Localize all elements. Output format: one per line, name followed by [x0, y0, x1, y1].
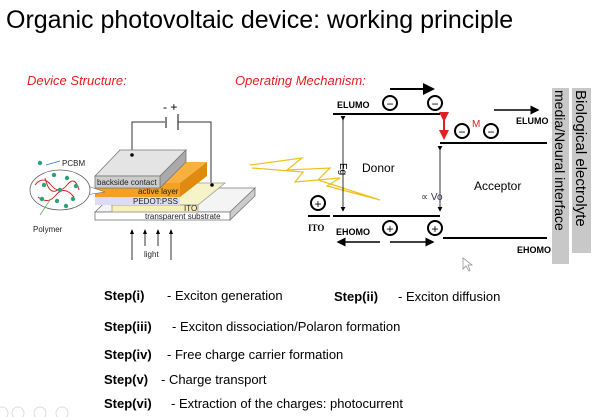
steps-list: Step(i) - Exciton generation Step(ii) - …	[104, 288, 500, 411]
interface-bar	[552, 88, 569, 264]
step-text: - Extraction of the charges: photocurren…	[171, 396, 403, 411]
donor-ehomo-label: EHOMO	[336, 227, 370, 237]
electron-icon: −	[382, 95, 398, 111]
device-structure-diagram: - + transparent substrate ITO PEDOT:PSS …	[29, 100, 256, 260]
zoom-button[interactable]	[11, 406, 25, 417]
svg-text:+: +	[314, 197, 321, 211]
previous-button[interactable]	[0, 406, 9, 417]
battery-sign: - +	[163, 100, 177, 114]
polymer-label: Polymer	[33, 225, 63, 234]
pcbm-label: PCBM	[62, 159, 85, 168]
hole-icon: +	[382, 220, 398, 236]
svg-text:−: −	[487, 125, 494, 139]
step-label: Step(iii)	[104, 319, 152, 334]
step-text: - Exciton diffusion	[398, 289, 500, 304]
step-label: Step(vi)	[104, 396, 152, 411]
eg-label: Eg	[337, 163, 348, 175]
ito-label: ITO	[308, 223, 324, 233]
hole-icon: +	[427, 220, 443, 236]
slides-button[interactable]	[33, 406, 47, 417]
device-structure-heading: Device Structure:	[27, 73, 127, 88]
pcbm-icon	[37, 160, 43, 166]
donor-label: Donor	[362, 161, 395, 175]
step-label: Step(ii)	[334, 289, 378, 304]
interface-label: media/Neural interface	[552, 90, 568, 231]
light-label: light	[144, 250, 159, 259]
pedot-layer	[95, 197, 180, 205]
circuit-wire	[131, 121, 212, 185]
step-label: Step(v)	[104, 372, 148, 387]
voc-label: ∝ Vo	[421, 192, 443, 203]
energy-diagram: ELUMO ELUMO EHOMO EHOMO ITO − − − − M + …	[308, 83, 591, 264]
svg-text:−: −	[431, 97, 438, 111]
more-button[interactable]	[55, 406, 69, 417]
electrolyte-bar	[572, 88, 591, 253]
step-text: - Exciton dissociation/Polaron formation	[172, 319, 400, 334]
acceptor-label: Acceptor	[474, 179, 521, 193]
playback-controls[interactable]	[0, 406, 69, 417]
substrate-label: transparent substrate	[145, 212, 221, 221]
mouse-cursor-icon	[462, 257, 474, 272]
step-text: - Charge transport	[161, 372, 267, 387]
svg-text:−: −	[386, 97, 393, 111]
backside-contact-layer	[94, 175, 161, 189]
electron-icon: −	[483, 123, 499, 139]
slide-title: Organic photovoltaic device: working pri…	[6, 6, 513, 34]
pcbm-molecules	[39, 172, 79, 209]
svg-text:+: +	[386, 222, 393, 236]
m-label: M	[472, 119, 480, 130]
svg-text:+: +	[431, 222, 438, 236]
backside-contact-label: backside contact	[97, 178, 157, 187]
electron-icon: −	[454, 123, 470, 139]
acceptor-ehomo-label: EHOMO	[517, 245, 551, 255]
step-text: - Free charge carrier formation	[167, 347, 343, 362]
ito-layer-label: ITO	[184, 204, 197, 213]
svg-text:−: −	[458, 125, 465, 139]
step-text: - Exciton generation	[167, 288, 283, 303]
operating-mechanism-heading: Operating Mechanism:	[235, 73, 366, 88]
active-layer-label: active layer	[138, 187, 179, 196]
step-label: Step(i)	[104, 288, 144, 303]
electron-icon: −	[427, 95, 443, 111]
hole-icon: +	[310, 195, 326, 211]
pedot-label: PEDOT:PSS	[133, 197, 178, 206]
electrolyte-label: Biological electrolyte	[572, 90, 589, 227]
donor-elumo-label: ELUMO	[337, 100, 370, 110]
step-label: Step(iv)	[104, 347, 152, 362]
acceptor-elumo-label: ELUMO	[516, 116, 549, 126]
lightning-icon	[249, 157, 381, 201]
